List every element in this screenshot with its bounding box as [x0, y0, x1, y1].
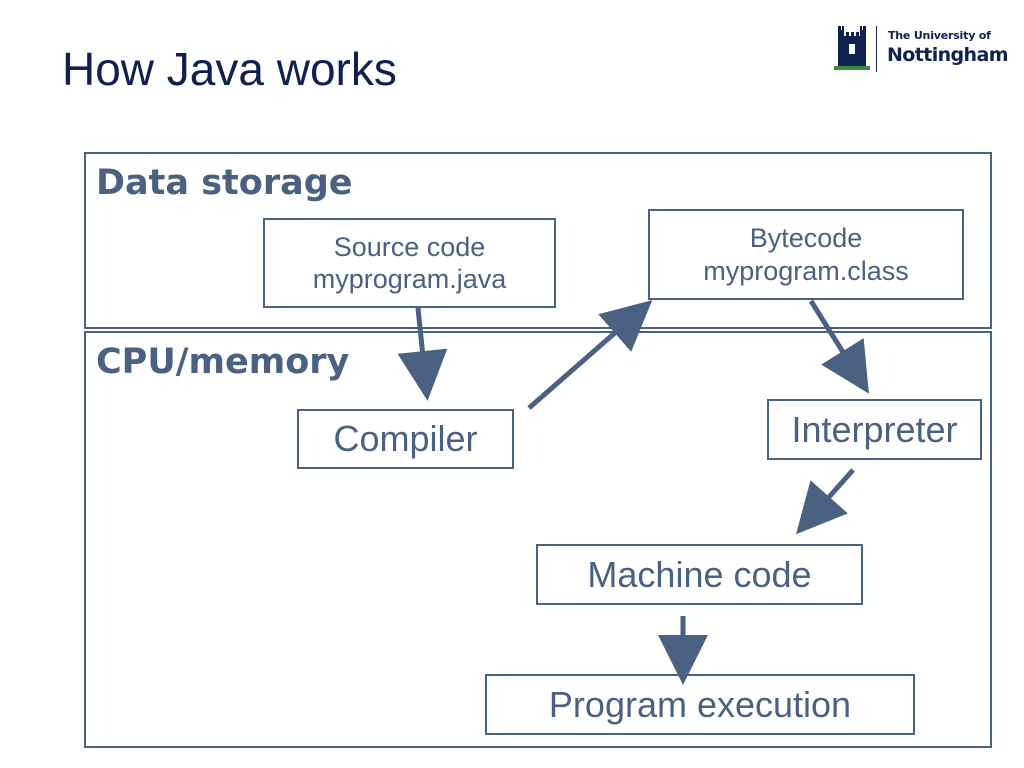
bytecode-filename: myprogram.class — [703, 255, 909, 286]
program-execution-label: Program execution — [548, 683, 852, 725]
interpreter-box: Interpreter — [767, 399, 982, 460]
cpu-memory-label: CPU/memory — [96, 342, 350, 382]
source-code-filename: myprogram.java — [312, 264, 507, 294]
source-code-title: Source code — [333, 231, 486, 262]
bytecode-title: Bytecode — [749, 223, 863, 254]
compiler-label: Compiler — [333, 418, 478, 460]
logo-divider — [876, 26, 877, 72]
bytecode-box: Bytecode myprogram.class — [648, 209, 964, 300]
machine-code-label: Machine code — [587, 553, 812, 595]
source-code-box: Source code myprogram.java — [263, 218, 556, 308]
interpreter-label: Interpreter — [791, 408, 958, 450]
machine-code-box: Machine code — [536, 544, 863, 605]
compiler-box: Compiler — [297, 409, 514, 469]
logo-text-line2: Nottingham — [887, 44, 1009, 66]
castle-crest-icon — [834, 26, 870, 70]
slide-title: How Java works — [62, 43, 397, 95]
data-storage-label: Data storage — [96, 163, 353, 203]
program-execution-box: Program execution — [485, 674, 915, 735]
logo-text-line1: The University of — [888, 29, 991, 42]
university-logo: The University of Nottingham — [834, 24, 1009, 74]
